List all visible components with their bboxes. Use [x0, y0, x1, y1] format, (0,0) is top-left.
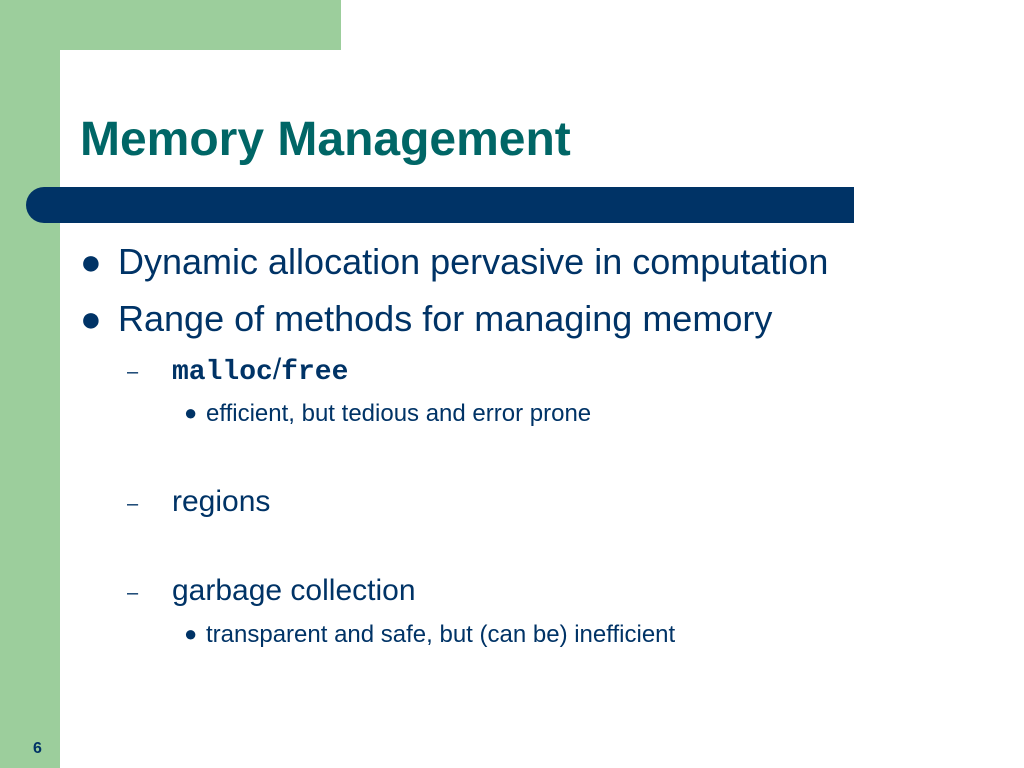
bullet-icon: ●	[80, 241, 102, 282]
code-malloc: malloc	[172, 357, 273, 388]
detail-text: efficient, but tedious and error prone	[206, 400, 592, 427]
bullet-icon: ●	[80, 298, 102, 339]
code-free: free	[281, 357, 349, 388]
dash-icon: –	[127, 493, 139, 515]
bullet-text: Range of methods for managing memory	[118, 298, 773, 339]
page-number: 6	[33, 740, 42, 757]
bullet-text: Dynamic allocation pervasive in computat…	[118, 241, 829, 282]
green-left-band	[0, 0, 60, 768]
sub-item-text: malloc/free	[172, 352, 348, 390]
slash-separator: /	[272, 353, 282, 386]
dash-icon: –	[127, 361, 139, 383]
green-top-band	[0, 0, 341, 50]
detail-text: transparent and safe, but (can be) ineff…	[206, 621, 676, 648]
sub-item-text: garbage collection	[172, 574, 416, 607]
title-underline-bar	[26, 187, 854, 223]
content-panel	[60, 50, 1024, 768]
dash-icon: –	[127, 582, 139, 604]
sub-item-text: regions	[172, 485, 271, 518]
small-bullet-icon: ●	[184, 621, 198, 646]
slide-title: Memory Management	[80, 113, 571, 166]
small-bullet-icon: ●	[184, 400, 198, 425]
